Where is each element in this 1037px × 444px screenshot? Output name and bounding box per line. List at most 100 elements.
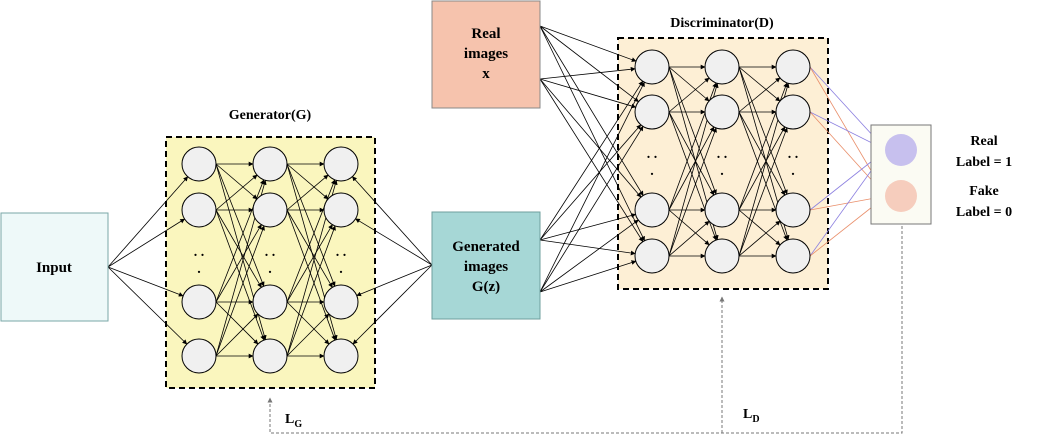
discriminator-neuron bbox=[634, 192, 670, 228]
edge-discriminator-layer bbox=[668, 77, 710, 113]
generator-ellipsis-dots-h: . . bbox=[194, 245, 205, 260]
edge-generated-to-discriminator bbox=[539, 124, 642, 241]
fake-label-title: Fake bbox=[969, 184, 999, 199]
edge-generator-layer bbox=[286, 174, 329, 211]
discriminator-neuron bbox=[775, 238, 811, 274]
generated-images-label-line-1: Generated bbox=[452, 239, 520, 255]
edge-input-to-generator bbox=[107, 176, 189, 268]
real-images-box bbox=[431, 0, 541, 109]
edge-real-to-discriminator bbox=[539, 78, 637, 109]
edge-real-to-discriminator bbox=[539, 78, 642, 198]
edge-generator-layer bbox=[215, 174, 258, 211]
edge-discriminator-layer bbox=[738, 77, 781, 113]
edge-generated-to-discriminator bbox=[539, 213, 637, 241]
fake-output-node bbox=[885, 180, 917, 212]
fake-label-value: Label = 0 bbox=[956, 205, 1012, 220]
generator-neuron bbox=[252, 146, 288, 182]
generator-neuron bbox=[181, 338, 217, 374]
edge-discriminator-layer bbox=[738, 127, 788, 257]
real-label-title: Real bbox=[970, 134, 997, 149]
edge-generated-to-discriminator bbox=[539, 239, 636, 256]
edge-discriminator-layer bbox=[738, 111, 786, 196]
edge-discriminator-layer bbox=[668, 127, 717, 257]
edge-input-to-generator bbox=[107, 266, 188, 345]
generator-ellipsis-dots-v: . bbox=[339, 262, 343, 277]
discriminator-ellipsis-dots-v: . bbox=[720, 164, 724, 179]
edge-generated-to-generator bbox=[356, 264, 433, 297]
edge-generated-to-generator bbox=[352, 264, 433, 345]
edge-discriminator-layer bbox=[738, 66, 781, 102]
edge-generated-to-discriminator bbox=[539, 126, 644, 293]
real-images-label-line-1: Real bbox=[471, 26, 500, 42]
input-box bbox=[0, 212, 109, 322]
generator-neuron bbox=[181, 146, 217, 182]
edge-discriminator-layer bbox=[668, 66, 717, 195]
generator-ellipsis-dots-v: . bbox=[268, 262, 272, 277]
edge-discriminator-layer bbox=[668, 209, 710, 246]
edge-generator-layer bbox=[286, 163, 329, 200]
discriminator-neuron bbox=[704, 238, 740, 274]
discriminator-ellipsis-dots-v: . bbox=[791, 164, 795, 179]
edge-discriminator-layer bbox=[738, 220, 781, 257]
edge-generator-layer bbox=[286, 209, 333, 288]
edge-generator-layer bbox=[286, 313, 330, 357]
edge-real-to-discriminator bbox=[539, 25, 637, 62]
edge-input-to-generator bbox=[107, 266, 184, 297]
discriminator-neuron bbox=[775, 49, 811, 85]
discriminator-ellipsis-dots-h: . . bbox=[788, 147, 799, 162]
edge-discriminator-layer bbox=[738, 66, 788, 195]
edge-generator-layer bbox=[215, 313, 259, 357]
discriminator-neuron bbox=[704, 49, 740, 85]
edge-generated-to-discriminator bbox=[539, 80, 644, 241]
edge-generator-layer bbox=[215, 209, 262, 288]
generator-neuron bbox=[252, 284, 288, 320]
edge-generator-layer bbox=[286, 301, 330, 345]
generator-loss-label: LG bbox=[285, 412, 302, 430]
neurons bbox=[181, 49, 811, 374]
edge-generator-layer bbox=[215, 224, 262, 303]
generator-neuron bbox=[181, 192, 217, 228]
hidden-neuron-ellipsis: . ... ... ... ... ... .. bbox=[194, 147, 799, 277]
generator-neuron bbox=[323, 192, 359, 228]
discriminator-ellipsis-dots-h: . . bbox=[647, 147, 658, 162]
discriminator-neuron bbox=[704, 94, 740, 130]
edge-generated-to-discriminator bbox=[539, 260, 637, 293]
edge-discriminator-layer bbox=[738, 209, 781, 246]
discriminator-neuron bbox=[634, 94, 670, 130]
generator-neuron bbox=[323, 146, 359, 182]
edge-generator-layer bbox=[215, 163, 258, 200]
discriminator-neuron bbox=[634, 49, 670, 85]
generated-images-label-line-3: G(z) bbox=[472, 279, 500, 295]
edge-discriminator-layer bbox=[738, 126, 786, 211]
edge-real-to-discriminator bbox=[539, 25, 639, 102]
edge-generator-layer bbox=[286, 224, 333, 303]
edge-generator-layer bbox=[286, 225, 336, 357]
discriminator-neuron bbox=[704, 192, 740, 228]
edge-generator-layer bbox=[215, 301, 259, 345]
edge-real-to-discriminator bbox=[539, 66, 636, 80]
edge-discriminator-layer bbox=[668, 220, 710, 257]
generator-neuron bbox=[181, 284, 217, 320]
input-label: Input bbox=[36, 260, 72, 276]
real-images-label-line-2: images bbox=[464, 46, 508, 62]
network-connections bbox=[107, 25, 790, 359]
generator-neuron bbox=[252, 192, 288, 228]
edge-real-to-discriminator bbox=[539, 25, 645, 242]
real-output-node bbox=[885, 134, 917, 166]
real-label-value: Label = 1 bbox=[956, 155, 1012, 170]
discriminator-ellipsis-dots-v: . bbox=[650, 164, 654, 179]
generator-title: Generator(G) bbox=[229, 108, 312, 123]
discriminator-neuron bbox=[775, 94, 811, 130]
edge-real-to-discriminator bbox=[539, 25, 644, 196]
edge-generated-to-generator bbox=[352, 176, 433, 266]
discriminator-loss-label: LD bbox=[743, 407, 760, 425]
discriminator-neuron bbox=[634, 238, 670, 274]
generated-images-label-line-2: images bbox=[464, 259, 508, 275]
edge-input-to-generator bbox=[107, 218, 185, 268]
edge-generated-to-generator bbox=[355, 218, 433, 266]
edge-generator-layer bbox=[215, 225, 265, 357]
real-images-label-line-3: x bbox=[482, 66, 490, 82]
generator-ellipsis-dots-v: . bbox=[197, 262, 201, 277]
